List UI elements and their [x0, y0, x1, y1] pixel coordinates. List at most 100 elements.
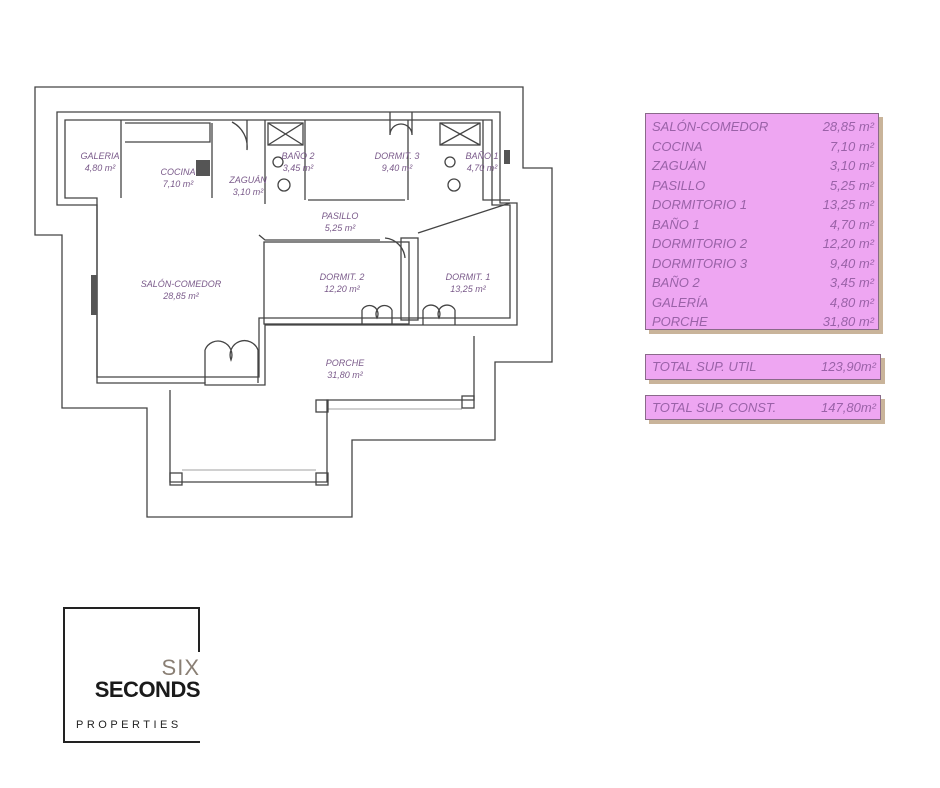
logo-frame-top	[63, 607, 200, 609]
window	[91, 275, 97, 315]
room-name: SALÓN-COMEDOR	[140, 279, 222, 289]
logo-properties: PROPERTIES	[76, 719, 182, 731]
door-dormit3	[389, 112, 413, 136]
room-name: BAÑO 2	[281, 151, 315, 161]
total-const-label: TOTAL SUP. CONST.	[652, 400, 777, 415]
logo-frame-left	[63, 607, 65, 743]
area-row-value: 7,10 m²	[829, 138, 874, 154]
area-row-value: 13,25 m²	[822, 197, 874, 212]
logo-frame-right	[198, 607, 200, 652]
room-label-galeria: GALERIA 4,80 m²	[80, 150, 119, 174]
area-row: DORMITORIO 3 9,40 m²	[646, 254, 878, 274]
area-row-value: 3,45 m²	[829, 275, 874, 290]
room-area: 5,25 m²	[324, 223, 356, 233]
logo-six: SIX	[161, 655, 200, 680]
room-label-salon: SALÓN-COMEDOR 28,85 m²	[141, 278, 222, 302]
total-util-label: TOTAL SUP. UTIL	[652, 359, 757, 374]
wall-dormit2	[263, 241, 410, 325]
area-row-name: DORMITORIO 3	[652, 255, 748, 271]
shower-bano2	[267, 122, 304, 146]
area-row-value: 4,70 m²	[829, 216, 874, 232]
door-dormit1	[422, 304, 456, 325]
room-area: 9,40 m²	[381, 163, 413, 173]
room-area: 31,80 m²	[327, 370, 363, 380]
total-util-box: TOTAL SUP. UTIL 123,90m²	[645, 354, 881, 380]
door-dormit2	[361, 304, 393, 325]
room-label-dormit3: DORMIT. 3 9,40 m²	[375, 150, 420, 174]
wall-dormit2-top	[258, 234, 380, 241]
total-const-box: TOTAL SUP. CONST. 147,80m²	[645, 395, 881, 420]
room-name: GALERIA	[80, 151, 120, 161]
area-row: BAÑO 2 3,45 m²	[646, 273, 878, 293]
area-row-value: 9,40 m²	[829, 255, 874, 271]
area-row-value: 4,80 m²	[829, 294, 874, 310]
area-row: BAÑO 1 4,70 m²	[646, 215, 878, 235]
room-name: ZAGUÁN	[229, 175, 267, 185]
room-area: 7,10 m²	[162, 179, 194, 189]
door-salon	[204, 339, 259, 383]
wall-dormit1	[417, 202, 511, 234]
room-name: DORMIT. 1	[445, 272, 491, 282]
door-zaguan	[231, 120, 248, 151]
room-area: 28,85 m²	[163, 291, 199, 301]
closet	[400, 237, 419, 321]
room-name: COCINA	[160, 167, 196, 177]
area-row-name: ZAGUÁN	[652, 158, 707, 173]
room-area: 4,80 m²	[84, 163, 116, 173]
room-label-zaguan: ZAGUÁN 3,10 m²	[229, 174, 267, 198]
room-label-pasillo: PASILLO 5,25 m²	[322, 210, 359, 234]
logo-seconds: SECONDS	[94, 677, 201, 702]
room-area: 12,20 m²	[324, 284, 360, 294]
room-label-dormit2: DORMIT. 2 12,20 m²	[320, 271, 365, 295]
porch-column	[315, 399, 329, 413]
six-seconds-logo: SIX SECONDS PROPERTIES	[63, 607, 201, 743]
area-row-name: DORMITORIO 2	[652, 236, 748, 251]
door-pasillo	[384, 237, 406, 259]
area-row-name: BAÑO 2	[652, 275, 700, 290]
area-row-value: 28,85 m²	[822, 119, 874, 134]
area-row-value: 5,25 m²	[829, 177, 874, 193]
porch-column	[169, 472, 183, 486]
floor-plan	[34, 86, 553, 518]
toilet-bano2	[272, 156, 284, 168]
room-label-bano2: BAÑO 2 3,45 m²	[281, 150, 314, 174]
room-name: PORCHE	[325, 358, 365, 368]
area-row-name: BAÑO 1	[652, 216, 700, 232]
room-area: 4,70 m²	[466, 163, 498, 173]
porch-column	[461, 395, 475, 409]
room-name: BAÑO 1	[465, 151, 499, 161]
room-name: DORMIT. 2	[319, 272, 365, 282]
room-name: PASILLO	[321, 211, 359, 221]
total-const-value: 147,80m²	[821, 400, 876, 415]
porch-outline	[169, 336, 475, 483]
toilet-bano1	[444, 156, 456, 168]
area-row: SALÓN-COMEDOR 28,85 m²	[646, 117, 878, 137]
area-row-name: PASILLO	[652, 177, 706, 193]
wall-cocina-counter	[125, 122, 211, 143]
area-row-name: SALÓN-COMEDOR	[652, 119, 769, 134]
area-row: ZAGUÁN 3,10 m²	[646, 156, 878, 176]
area-row: PASILLO 5,25 m²	[646, 176, 878, 196]
area-row-name: PORCHE	[652, 314, 708, 329]
total-util-value: 123,90m²	[821, 359, 876, 374]
area-row: DORMITORIO 1 13,25 m²	[646, 195, 878, 215]
room-area: 13,25 m²	[450, 284, 486, 294]
area-row-value: 3,10 m²	[829, 158, 874, 173]
area-row-value: 31,80 m²	[822, 314, 874, 329]
room-area: 3,10 m²	[232, 187, 264, 197]
plot-outline	[34, 86, 553, 518]
logo-frame-bottom	[63, 741, 200, 743]
room-label-cocina: COCINA 7,10 m²	[160, 166, 195, 190]
exterior-wall-inner	[64, 119, 511, 378]
window	[504, 150, 510, 164]
porch-column	[315, 472, 329, 486]
area-row-name: DORMITORIO 1	[652, 197, 748, 212]
stove	[196, 160, 210, 176]
room-label-porche: PORCHE 31,80 m²	[326, 357, 365, 381]
room-area: 3,45 m²	[282, 163, 314, 173]
room-name: DORMIT. 3	[374, 151, 420, 161]
